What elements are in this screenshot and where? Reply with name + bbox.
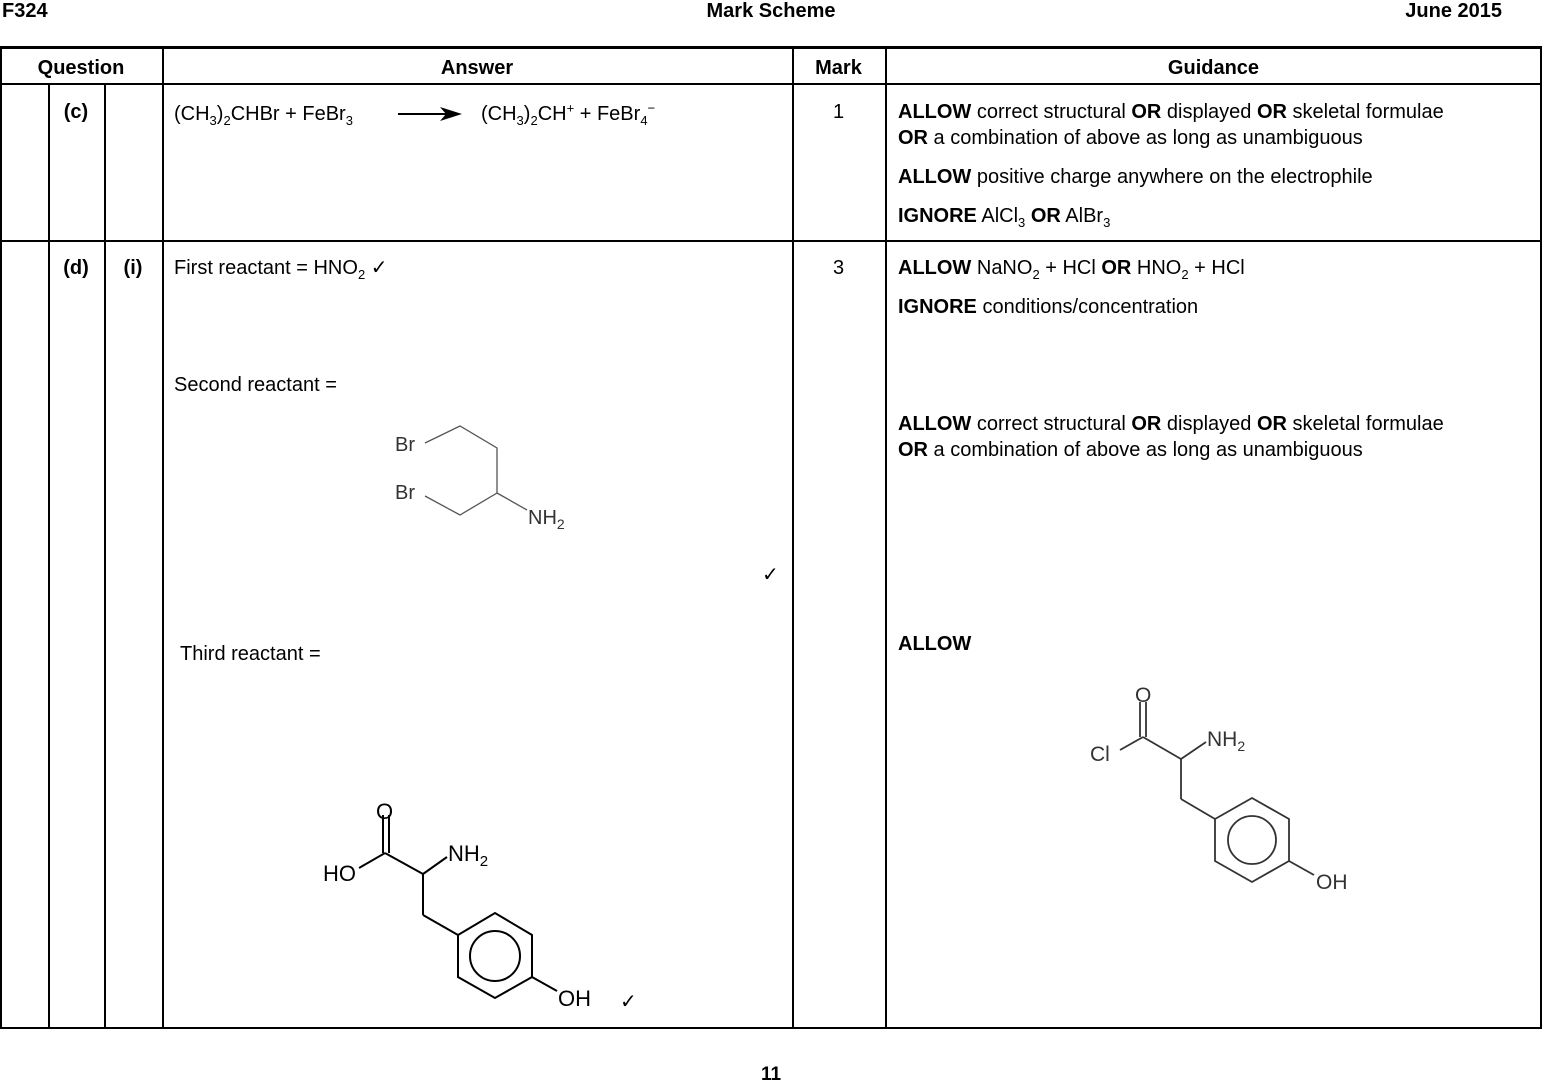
guidance-line: ALLOW positive charge anywhere on the el… [898, 166, 1373, 188]
reaction-arrow-icon [398, 107, 462, 121]
phenol-oh-label: OH [1316, 871, 1348, 894]
check-mark-icon: ✓ [620, 991, 637, 1013]
question-part: (d) [63, 257, 89, 279]
guidance-line: IGNORE conditions/concentration [898, 296, 1199, 318]
third-reactant-label: Third reactant = [180, 643, 321, 665]
guidance-line: OR a combination of above as long as una… [898, 439, 1363, 461]
guidance-allow: ALLOW [898, 633, 972, 655]
row-divider [0, 83, 1542, 85]
phenol-oh-label: OH [558, 986, 591, 1011]
amine-label: NH2 [528, 507, 565, 532]
col-header-answer: Answer [440, 57, 514, 79]
question-part: (c) [63, 101, 89, 123]
oxygen-label: O [376, 799, 393, 824]
page-number: 11 [760, 1064, 782, 1085]
doc-code: F324 [2, 0, 48, 22]
col-header-guidance: Guidance [1167, 57, 1260, 79]
col-divider [792, 49, 794, 1029]
table-border-left [0, 49, 2, 1029]
amine-label: NH2 [448, 841, 488, 870]
mark-value: 3 [832, 257, 845, 279]
equation-reactants: (CH3)2CHBr + FeBr3 [174, 103, 353, 128]
guidance-line: ALLOW NaNO2 + HCl OR HNO2 + HCl [898, 257, 1245, 282]
col-divider [104, 84, 106, 1029]
row-divider [0, 240, 1542, 242]
chlorine-label: Cl [1090, 743, 1110, 766]
doc-title: Mark Scheme [706, 0, 836, 22]
first-reactant: First reactant = HNO2 ✓ [174, 257, 388, 282]
second-reactant-structure: Br Br NH2 [395, 425, 565, 532]
mark-value: 1 [832, 101, 845, 123]
check-mark-icon: ✓ [762, 564, 779, 586]
hydroxyl-label: HO [323, 861, 356, 886]
guidance-line: OR a combination of above as long as una… [898, 127, 1363, 149]
equation-products: (CH3)2CH+ + FeBr4− [481, 100, 656, 128]
col-header-mark: Mark [815, 57, 862, 79]
question-subpart: (i) [123, 257, 143, 279]
col-divider [162, 49, 164, 1029]
col-divider [48, 84, 50, 1029]
doc-date: June 2015 [1405, 0, 1502, 22]
col-header-question: Question [37, 57, 125, 79]
header-rule [0, 46, 1542, 49]
oxygen-label: O [1135, 684, 1151, 707]
bromine-label: Br [395, 434, 415, 456]
allowed-alternative-structure: O Cl NH2 OH [1090, 684, 1348, 894]
third-reactant-structure: O HO NH2 OH ✓ [323, 799, 637, 1013]
table-border-bottom [0, 1027, 1542, 1029]
col-divider [885, 49, 887, 1029]
guidance-line: ALLOW correct structural OR displayed OR… [898, 413, 1444, 435]
guidance-line: IGNORE AlCl3 OR AlBr3 [898, 205, 1111, 230]
guidance-line: ALLOW correct structural OR displayed OR… [898, 101, 1444, 123]
bromine-label: Br [395, 482, 415, 504]
amine-label: NH2 [1207, 728, 1245, 754]
table-border-right [1540, 49, 1542, 1029]
second-reactant-label: Second reactant = [174, 374, 337, 396]
